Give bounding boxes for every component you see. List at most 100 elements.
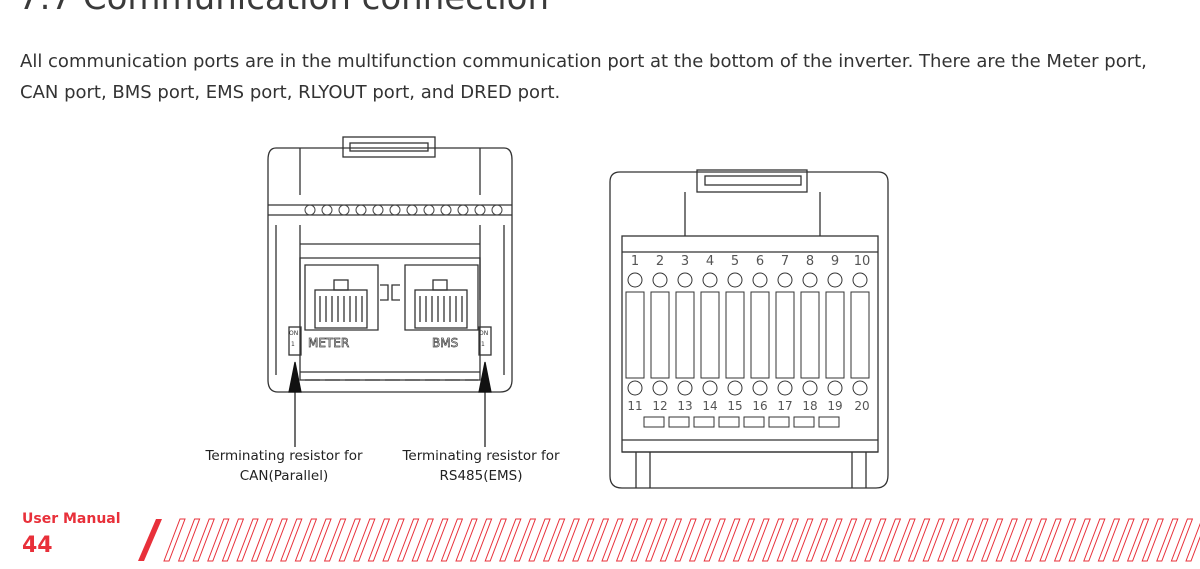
outline-slash [207,518,230,562]
right-bottom-latches [643,416,840,428]
outline-slash [528,518,551,562]
caption-can-resistor: Terminating resistor for CAN(Parallel) [184,446,384,486]
outline-slash [1170,518,1194,562]
outline-slash [893,518,916,562]
outline-slash [572,518,595,562]
footer-manual-label: User Manual [22,511,121,527]
outline-slash [834,518,858,562]
right-connector-drawing [609,169,889,489]
pin-number: 18 [802,399,817,413]
outline-slash [747,518,770,562]
pin-number: 2 [656,254,664,269]
outline-slash [221,518,245,562]
outline-slash [499,518,522,562]
pin-number: 16 [752,399,767,413]
outline-slash [309,518,332,562]
outline-slash [192,518,215,562]
outline-slash [557,518,580,562]
outline-slash [265,518,288,562]
pin-number: 12 [652,399,667,413]
outline-slash [791,518,814,562]
caption-line: RS485(EMS) [439,468,523,484]
outline-slash [236,518,259,562]
outline-slash [659,518,683,562]
pin-number: 4 [706,254,714,269]
outline-slash [1156,518,1179,562]
outline-slash [469,518,493,562]
outline-slash [294,518,318,562]
pin-number: 15 [727,399,742,413]
outline-slash [1083,518,1106,562]
outline-slash [761,518,785,562]
outline-slash [805,518,829,562]
accent-slash [138,519,162,561]
right-resistor-arrow [478,361,492,447]
outline-slash [615,518,639,562]
outline-slash [1068,518,1091,562]
outline-slash [1126,518,1150,562]
outline-slash [630,518,653,562]
outline-slash [1039,518,1062,562]
outline-slash [1141,518,1164,562]
outline-slash [995,518,1018,562]
pin-number: 6 [756,254,764,269]
outline-slash [980,518,1004,562]
caption-rs485-resistor: Terminating resistor for RS485(EMS) [381,446,581,486]
outline-slash [177,518,201,562]
right-switch-on-label: ON [479,330,488,337]
right-pin-holes-bottom [627,380,868,396]
outline-slash [396,518,420,562]
right-pin-columns [625,291,870,379]
outline-slash [323,518,347,562]
outline-slash [426,518,449,562]
pin-number: 13 [677,399,692,413]
caption-line: CAN(Parallel) [239,468,329,484]
outline-slash [732,518,756,562]
pin-number: 20 [854,399,869,413]
outline-slash [1010,518,1033,562]
outline-slash [542,518,566,562]
outline-slash [703,518,726,562]
outline-slash [645,518,668,562]
outline-slash [1024,518,1048,562]
outline-slash [411,518,434,562]
outline-slash [440,518,464,562]
section-title: 7.7 Communication connection [18,0,549,18]
outline-slash [1097,518,1121,562]
page-number: 44 [22,533,53,558]
pin-number: 10 [854,254,871,269]
caption-line: Terminating resistor for [205,448,363,464]
pin-number: 17 [777,399,792,413]
outline-slash [250,518,274,562]
outline-slash [1185,522,1200,562]
outline-slash [849,518,872,562]
outline-slash [966,518,989,562]
outline-slash [864,518,887,562]
pin-number: 9 [831,254,839,269]
outline-slash [367,518,391,562]
outline-slash [674,518,697,562]
outline-slash [513,518,537,562]
outline-slash [586,518,610,562]
outline-slash [878,518,902,562]
pin-number: 8 [806,254,814,269]
outline-slash [937,518,960,562]
outline-slash [455,518,478,562]
left-connector-drawing [267,136,513,393]
meter-port-label: METER [308,336,349,350]
bottom-pin-numbers: 11 12 13 14 15 16 17 18 19 20 [627,399,869,413]
outline-slash [951,518,975,562]
outline-slash [353,518,376,562]
outline-slash [1112,518,1135,562]
outline-slash [484,518,507,562]
left-switch-number: 1 [291,341,295,348]
outline-slash [338,518,361,562]
outline-slash [688,518,712,562]
pin-number: 7 [781,254,789,269]
bms-port-label: BMS [432,336,458,350]
outline-slash [601,518,624,562]
pin-number: 14 [702,399,717,413]
footer-decorative-slashes [138,518,1200,562]
outline-slash [776,518,799,562]
